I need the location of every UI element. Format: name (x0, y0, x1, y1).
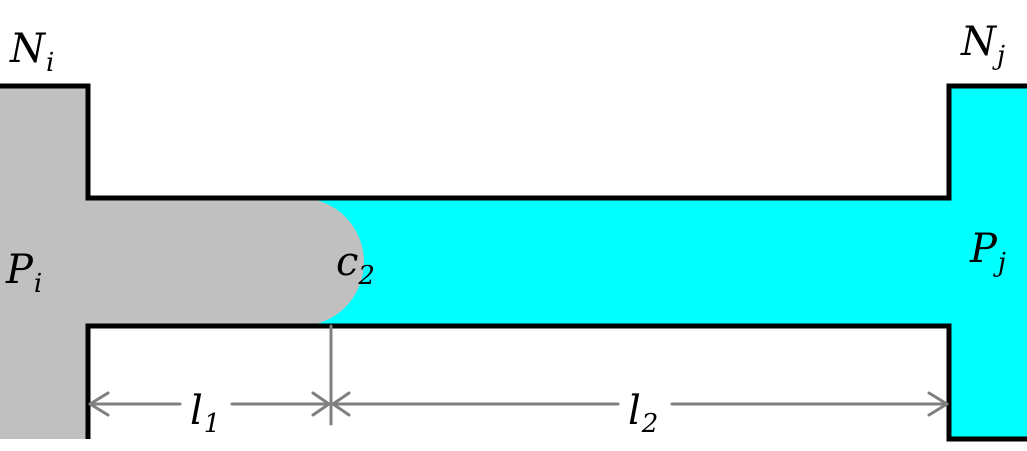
node-i-body (0, 86, 364, 439)
throat-fluid-j (300, 198, 955, 326)
right-wall (85, 323, 1027, 442)
pressure-j-label: Pj (969, 226, 1006, 278)
node-j-body (949, 86, 1027, 439)
walls (0, 83, 1027, 442)
l2-arrow-left (331, 391, 351, 417)
l1-arrow-left (88, 391, 110, 417)
l1-label: l1 (190, 388, 220, 439)
left-wall (0, 83, 1027, 201)
l2-label: l2 (628, 388, 658, 439)
l2-arrow-right (927, 391, 949, 417)
node-j-label: Nj (960, 19, 1005, 71)
front-label: c2 (336, 239, 375, 291)
dimensions (88, 324, 949, 426)
node-i-label: Ni (9, 26, 54, 78)
l1-arrow-right (311, 391, 331, 417)
pressure-i-label: Pi (5, 247, 42, 299)
